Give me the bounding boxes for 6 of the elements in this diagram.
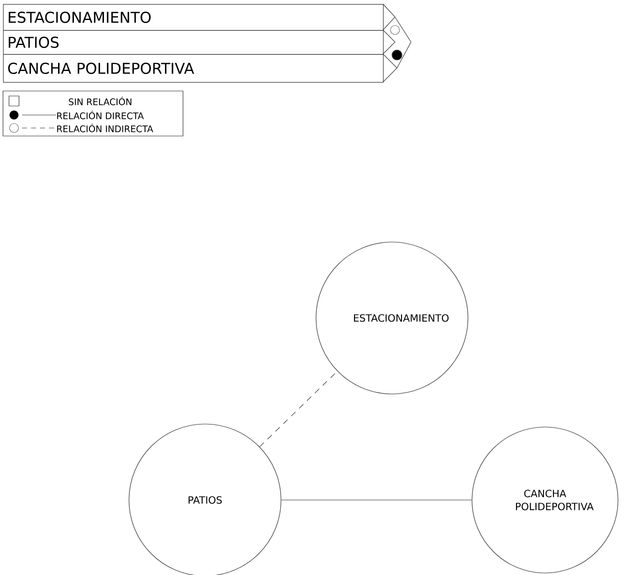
legend-label: SIN RELACIÓN [68,96,132,106]
legend-label: RELACIÓN INDIRECTA [57,124,154,132]
legend-label: RELACIÓN DIRECTA [57,110,144,120]
matrix-row: ESTACIONAMIENTO [3,4,384,31]
matrix-row: CANCHA POLIDEPORTIVA [3,54,384,83]
matrix-row: PATIOS [3,30,384,55]
